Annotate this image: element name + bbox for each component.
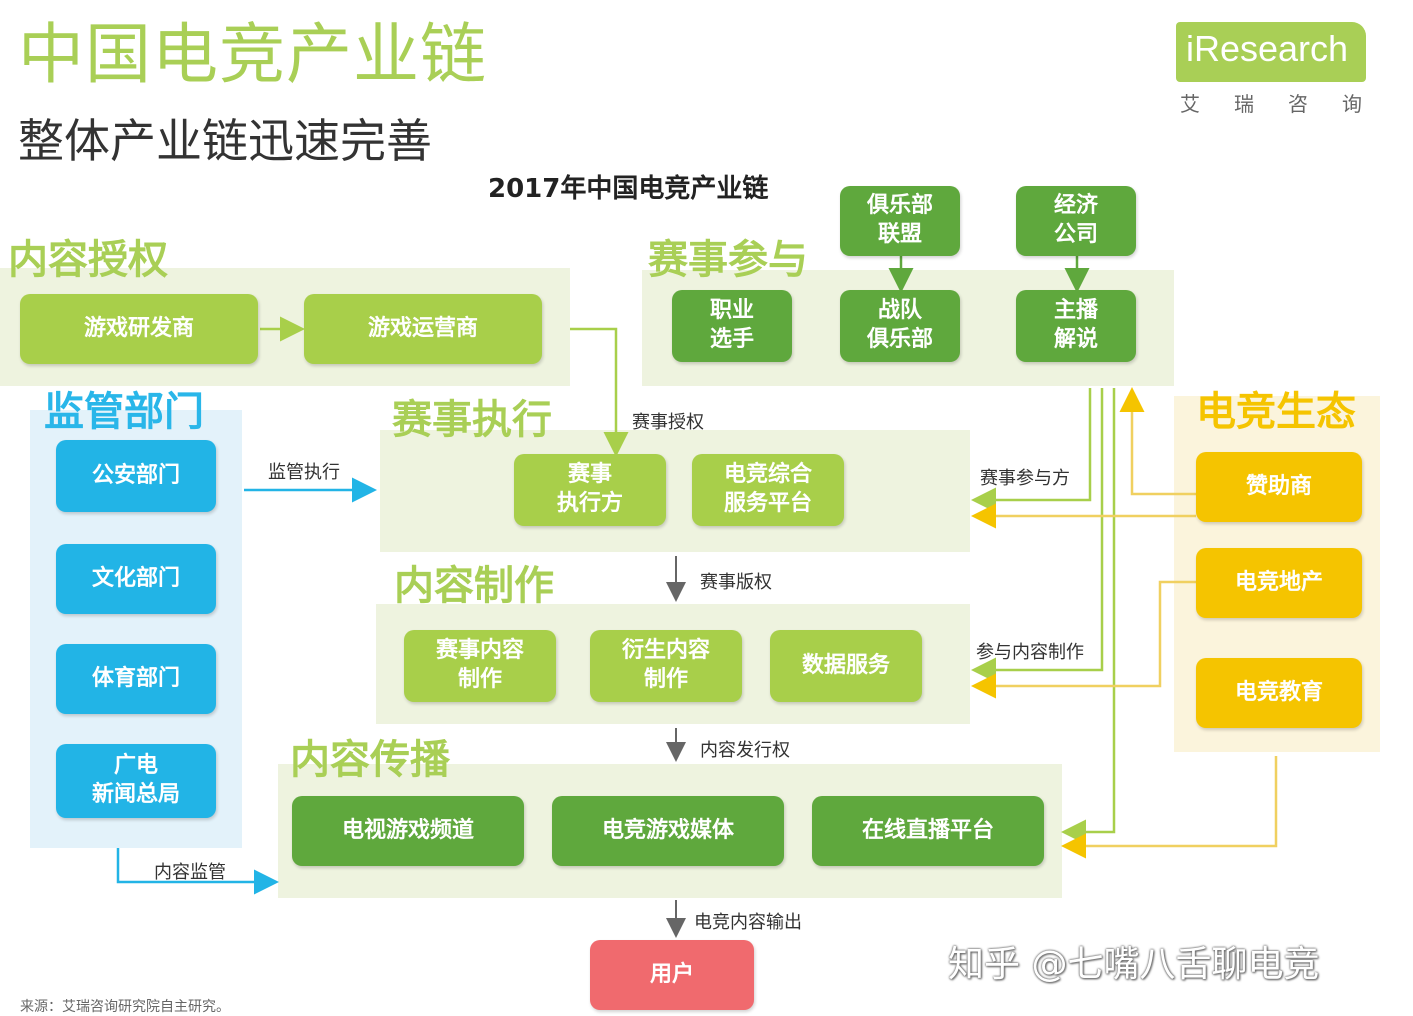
label-distribution-rights: 内容发行权 — [700, 740, 790, 761]
label-content-output: 电竞内容输出 — [694, 912, 802, 933]
iresearch-logo: iResearch 艾瑞咨询 — [1176, 22, 1366, 117]
streamer-commentator-box: 主播 解说 — [1016, 290, 1136, 362]
team-club-box: 战队 俱乐部 — [840, 290, 960, 362]
derivative-content-production-box: 衍生内容 制作 — [590, 630, 742, 702]
event-executor-box: 赛事 执行方 — [514, 454, 666, 526]
content-distribution-title: 内容传播 — [290, 737, 450, 783]
pro-player-box: 职业 选手 — [672, 290, 792, 362]
user-box: 用户 — [590, 940, 754, 1010]
logo-brand: iResearch — [1186, 28, 1349, 69]
label-regulate-execution: 监管执行 — [268, 462, 340, 483]
logo-subtitle: 艾瑞咨询 — [1180, 92, 1396, 116]
esports-service-platform-box: 电竞综合 服务平台 — [692, 454, 844, 526]
game-developer-box: 游戏研发商 — [20, 294, 258, 364]
esports-realestate-box: 电竞地产 — [1196, 548, 1362, 618]
sarft-box: 广电 新闻总局 — [56, 744, 216, 818]
data-service-box: 数据服务 — [770, 630, 922, 702]
sports-dept-box: 体育部门 — [56, 644, 216, 714]
chart-title: 2017年中国电竞产业链 — [488, 174, 769, 204]
label-event-license: 赛事授权 — [632, 412, 704, 433]
label-content-supervision: 内容监管 — [154, 862, 226, 883]
event-execution-panel — [380, 430, 970, 552]
label-event-participants: 赛事参与方 — [980, 468, 1070, 489]
culture-dept-box: 文化部门 — [56, 544, 216, 614]
label-participate-production: 参与内容制作 — [976, 642, 1084, 663]
sponsor-box: 赞助商 — [1196, 452, 1362, 522]
event-execution-title: 赛事执行 — [392, 397, 552, 443]
club-alliance-box: 俱乐部 联盟 — [840, 186, 960, 256]
logo-mark — [1176, 22, 1366, 82]
content-license-title: 内容授权 — [8, 237, 168, 283]
esports-education-box: 电竞教育 — [1196, 658, 1362, 728]
content-production-title: 内容制作 — [394, 563, 554, 609]
source-note: 来源：艾瑞咨询研究院自主研究。 — [20, 999, 230, 1015]
page-subtitle: 整体产业链迅速完善 — [18, 114, 432, 168]
label-event-copyright: 赛事版权 — [700, 572, 772, 593]
regulation-title: 监管部门 — [44, 389, 204, 435]
page-title: 中国电竞产业链 — [18, 16, 487, 93]
live-streaming-platform-box: 在线直播平台 — [812, 796, 1044, 866]
agency-company-box: 经济 公司 — [1016, 186, 1136, 256]
event-content-production-box: 赛事内容 制作 — [404, 630, 556, 702]
event-participation-title: 赛事参与 — [648, 237, 808, 283]
tv-game-channel-box: 电视游戏频道 — [292, 796, 524, 866]
game-operator-box: 游戏运营商 — [304, 294, 542, 364]
ecosystem-title: 电竞生态 — [1196, 389, 1356, 435]
public-security-box: 公安部门 — [56, 440, 216, 512]
esports-game-media-box: 电竞游戏媒体 — [552, 796, 784, 866]
zhihu-watermark: 知乎 @七嘴八舌聊电竞 — [948, 944, 1320, 985]
